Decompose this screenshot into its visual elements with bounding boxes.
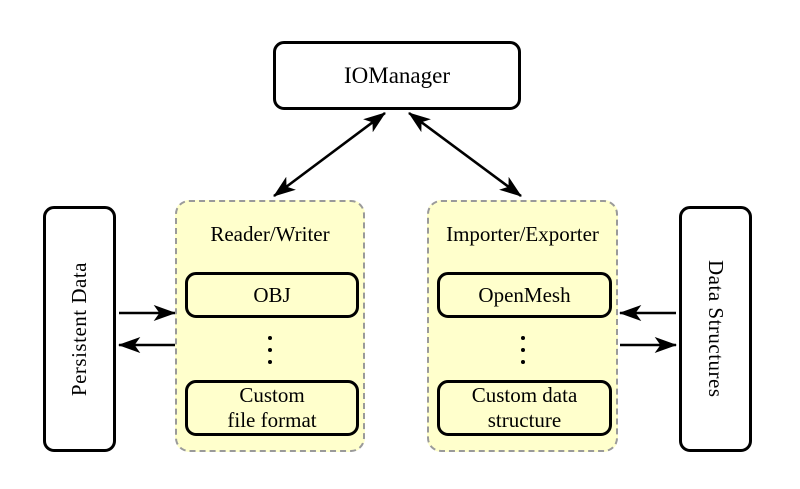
data-structures-label: Data Structures — [704, 260, 728, 398]
persistent-data-label: Persistent Data — [67, 261, 91, 397]
node-obj-label: OBJ — [253, 282, 291, 307]
node-custom-data-structure-line2: structure — [487, 408, 562, 432]
node-custom-file-format-line2: file format — [227, 408, 317, 432]
ellipsis-importer-exporter — [429, 336, 616, 364]
arrow-iomanager-importerexporter — [408, 111, 522, 198]
node-custom-file-format-line1: Custom — [239, 383, 305, 408]
arrow-iomanager-readerwriter — [273, 111, 386, 198]
persistent-data-node[interactable]: Persistent Data — [43, 206, 116, 452]
data-structures-node[interactable]: Data Structures — [679, 206, 752, 452]
node-custom-data-structure-line1: Custom data — [471, 383, 578, 408]
node-openmesh-label: OpenMesh — [478, 282, 571, 307]
node-custom-data-structure[interactable]: Custom data structure — [437, 380, 612, 436]
group-importer-exporter-title: Importer/Exporter — [446, 222, 599, 246]
group-reader-writer[interactable]: Reader/Writer OBJ Custom file format — [175, 200, 365, 452]
node-custom-file-format[interactable]: Custom file format — [185, 380, 359, 436]
ellipsis-reader-writer — [177, 336, 363, 364]
node-obj[interactable]: OBJ — [185, 272, 359, 318]
iomanager-node[interactable]: IOManager — [273, 41, 521, 110]
group-reader-writer-title: Reader/Writer — [210, 222, 330, 246]
iomanager-label: IOManager — [343, 62, 450, 88]
group-importer-exporter[interactable]: Importer/Exporter OpenMesh Custom data s… — [427, 200, 618, 452]
node-openmesh[interactable]: OpenMesh — [437, 272, 612, 318]
